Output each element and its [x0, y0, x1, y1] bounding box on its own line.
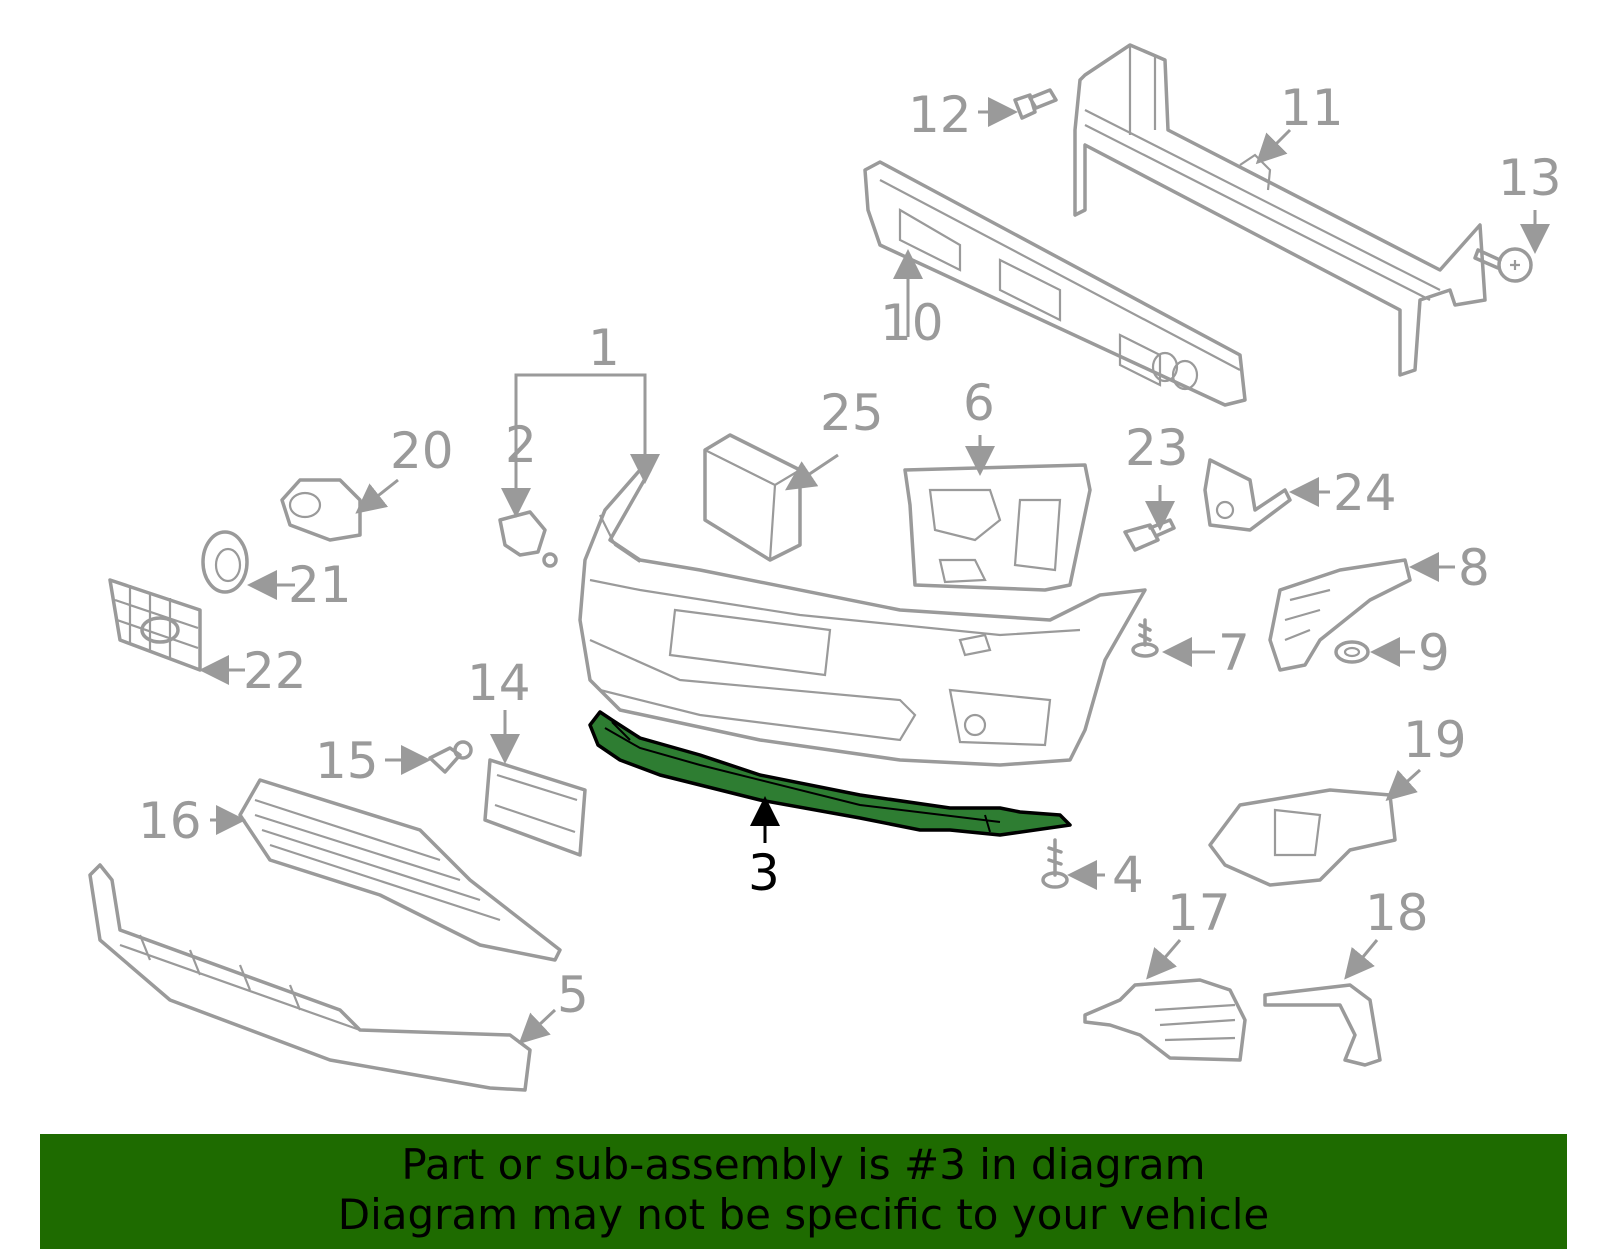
part-16-lower-grille — [238, 778, 562, 962]
part-15-clip — [428, 740, 473, 774]
part-14-plate-bracket — [483, 758, 587, 857]
callout-17: 17 — [1167, 884, 1231, 942]
part-23-plug — [1123, 518, 1176, 552]
callout-9: 9 — [1418, 624, 1450, 682]
banner-line-2: Diagram may not be specific to your vehi… — [337, 1190, 1270, 1239]
callout-25: 25 — [820, 384, 884, 442]
banner-line-1: Part or sub-assembly is #3 in diagram — [401, 1140, 1206, 1189]
part-1-bumper-cover — [578, 468, 1147, 767]
callout-24: 24 — [1333, 464, 1397, 522]
callout-8: 8 — [1458, 539, 1490, 597]
part-17-fog-trim — [1083, 978, 1247, 1062]
leader-lines — [199, 97, 1550, 1045]
part-4-screw — [1041, 838, 1069, 889]
part-12-bolt — [1013, 88, 1058, 120]
callout-21: 21 — [288, 556, 352, 614]
callout-4: 4 — [1112, 846, 1144, 904]
part-18-chrome-strip — [1263, 983, 1382, 1067]
callout-11: 11 — [1280, 79, 1344, 137]
callout-2: 2 — [505, 416, 537, 474]
callout-18: 18 — [1365, 884, 1429, 942]
part-10-energy-absorber — [863, 160, 1247, 407]
part-7-screw — [1131, 618, 1159, 658]
part-8-guide — [1268, 558, 1412, 672]
info-banner: Part or sub-assembly is #3 in diagram Di… — [40, 1134, 1567, 1249]
part-22-sensor-bracket — [108, 578, 202, 672]
callout-7: 7 — [1218, 624, 1250, 682]
callout-23: 23 — [1125, 419, 1189, 477]
callout-13: 13 — [1498, 149, 1562, 207]
part-9-nut — [1334, 640, 1370, 664]
part-13-screw — [1473, 247, 1533, 283]
part-25-sensor — [703, 433, 802, 562]
callout-6: 6 — [963, 374, 995, 432]
callout-1: 1 — [588, 319, 620, 377]
callout-10: 10 — [880, 294, 944, 352]
part-19-bracket — [1208, 788, 1397, 887]
callout-labels: 1 2 3 4 5 6 7 8 9 10 11 12 13 14 15 16 1… — [138, 79, 1562, 1024]
part-24-bracket — [1203, 458, 1292, 532]
part-2-clip — [498, 510, 558, 568]
callout-3: 3 — [748, 844, 780, 902]
part-21-cap — [201, 530, 249, 594]
callout-22: 22 — [243, 642, 307, 700]
callout-16: 16 — [138, 792, 202, 850]
callout-15: 15 — [315, 732, 379, 790]
callout-12: 12 — [908, 86, 972, 144]
part-20-parking-sensor — [280, 478, 362, 542]
part-3-air-deflector-highlighted — [588, 710, 1072, 837]
callout-5: 5 — [557, 966, 589, 1024]
part-11-reinforcement-bar — [1073, 43, 1487, 377]
callout-20: 20 — [390, 422, 454, 480]
callout-19: 19 — [1403, 711, 1467, 769]
callout-14: 14 — [467, 654, 531, 712]
part-6-bracket — [903, 463, 1092, 592]
